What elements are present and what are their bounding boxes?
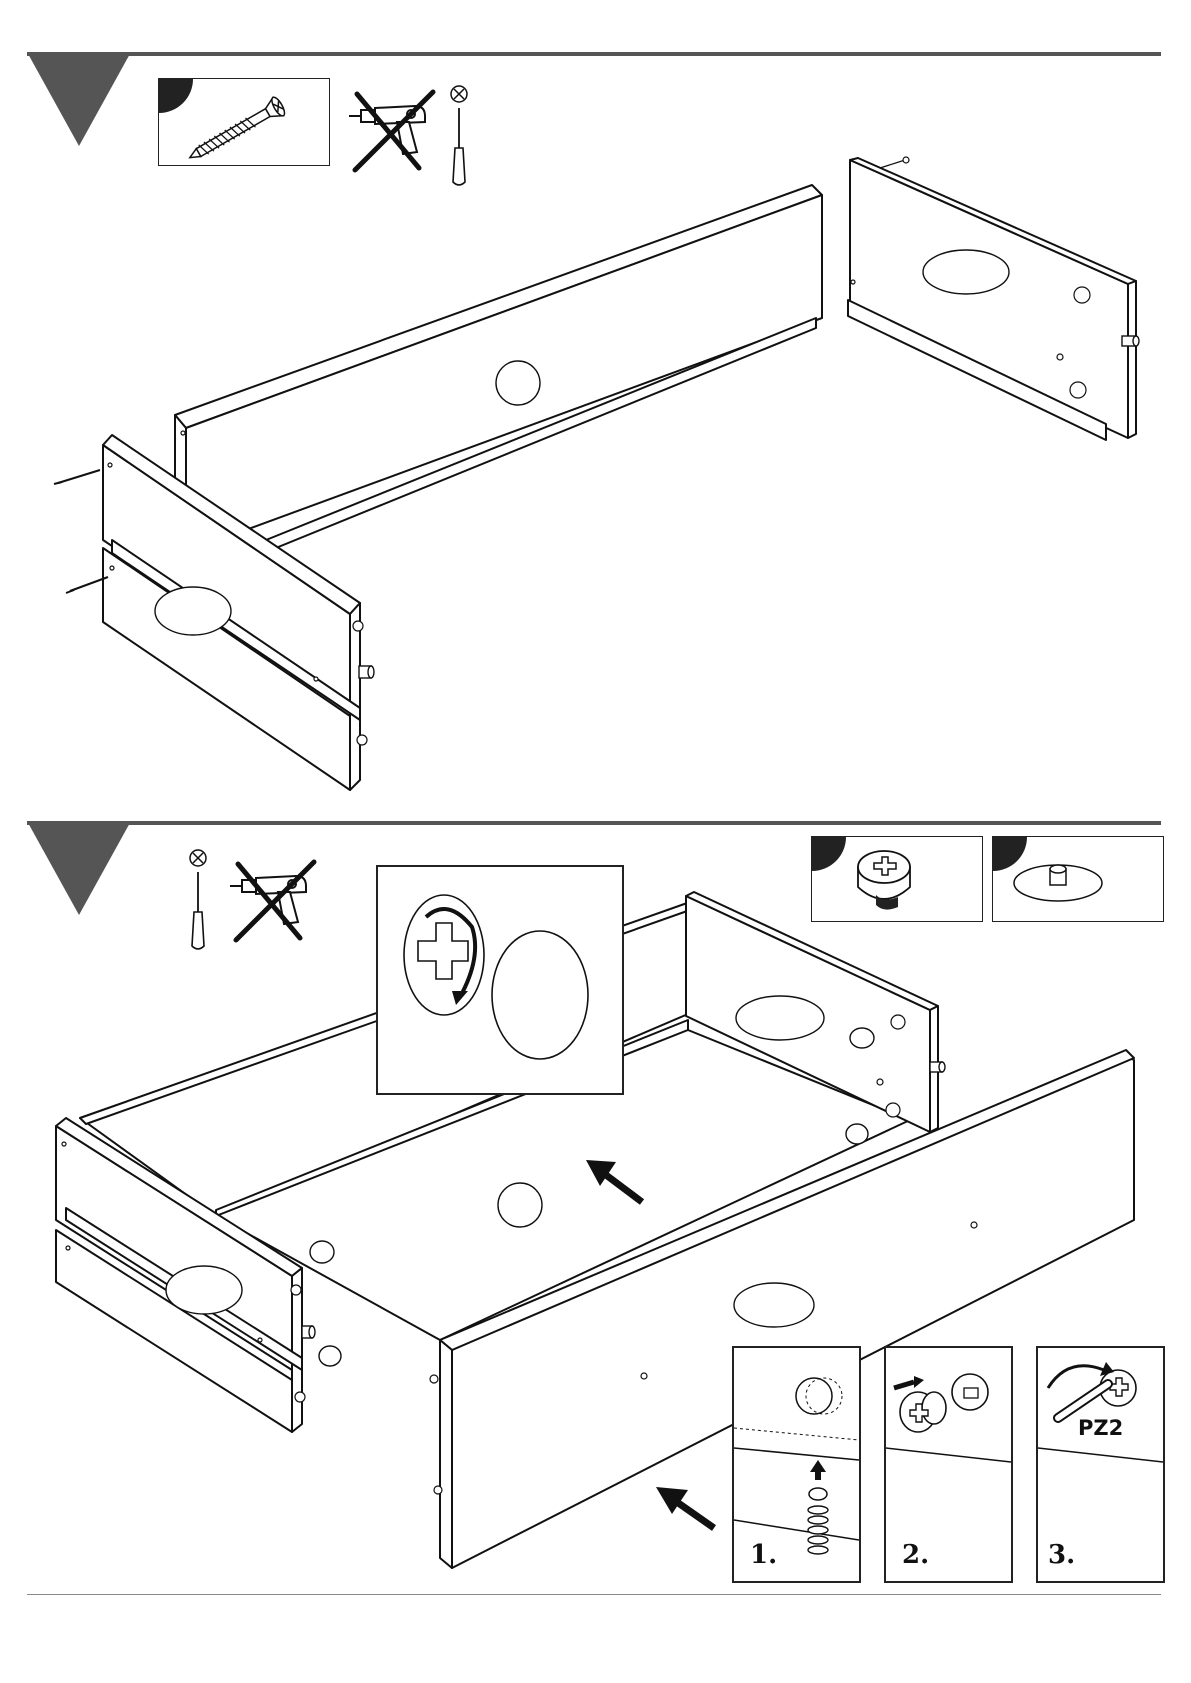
tool-size-label: PZ2 bbox=[1078, 1416, 1123, 1440]
step1-drawer-assembly-drawing bbox=[0, 0, 1191, 800]
wood-screw-left-upper bbox=[54, 470, 100, 484]
substep-2-box: 2. bbox=[884, 1346, 1013, 1583]
right-side-panel bbox=[848, 157, 1139, 440]
cam-lock-rotate-detail-box bbox=[376, 865, 624, 1095]
wood-screw-left-lower bbox=[66, 577, 108, 593]
push-arrow-front bbox=[656, 1487, 714, 1528]
substep-1-box: 1. bbox=[732, 1346, 861, 1583]
substep-2-label: 2. bbox=[902, 1540, 929, 1570]
cam-lock-rotate-detail-icon bbox=[378, 867, 622, 1093]
substep-3-box: PZ2 3. bbox=[1036, 1346, 1165, 1583]
footer-rule bbox=[27, 1594, 1161, 1595]
substep-3-label: 3. bbox=[1048, 1540, 1075, 1570]
substep-1-label: 1. bbox=[750, 1540, 777, 1570]
back-panel bbox=[175, 185, 822, 552]
